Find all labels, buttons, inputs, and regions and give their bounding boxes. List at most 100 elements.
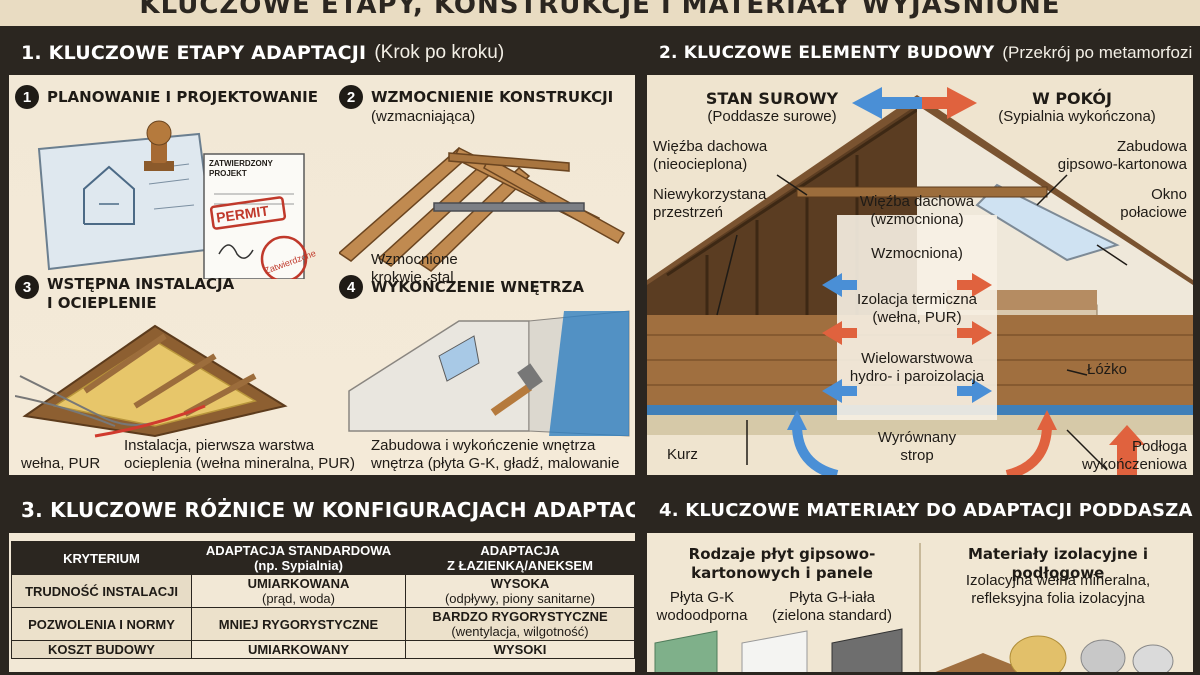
planning-illustration [37, 120, 308, 279]
blueprint-icon [37, 132, 216, 271]
cell-detail: (wentylacja, wilgotność) [451, 624, 589, 639]
step-3-title-2: I OCIEPLENIE [47, 294, 157, 312]
step-3-caption-2: ocieplenia (wełna mineralna, PUR) [124, 455, 355, 472]
board-2-label-2: (zielona standard) [771, 607, 893, 624]
insulation-desc-1: Izolacyjna wełna mineralna, [965, 572, 1151, 589]
construction-header: 2. KLUCZOWE ELEMENTY BUDOWY (Przekrój po… [647, 31, 1193, 75]
step-3-title-1: WSTĘPNA INSTALACJA [47, 275, 235, 293]
drywall-label-2: gipsowo-kartonowa [1057, 156, 1187, 173]
stages-panel: 1. KLUCZOWE ETAPY ADAPTACJI (Krok po kro… [6, 28, 638, 478]
header-criterion: KRYTERIUM [11, 541, 192, 575]
paint-brush-icon [490, 363, 543, 416]
room-subtitle: (Sypialnia wykończona) [998, 108, 1156, 125]
attic-cross-section [647, 87, 1193, 475]
step-2-number: 2 [339, 85, 363, 109]
unused-space-label-1: Niewykorzystana [653, 186, 767, 203]
white-board [741, 630, 808, 672]
row-criterion: POZWOLENIA I NORMY [11, 607, 192, 641]
row-criterion: TRUDNOŚĆ INSTALACJI [11, 574, 192, 608]
approval-seal-icon [260, 235, 308, 279]
board-2-label-1: Płyta G-ł-iała [789, 589, 875, 606]
transformation-arrow [852, 87, 977, 119]
green-board [654, 630, 718, 672]
raw-state-subtitle: (Poddasze surowe) [707, 108, 837, 125]
step-4-title: WYKOŃCZENIE WNĘTRZA [371, 278, 585, 296]
differences-panel: 3. KLUCZOWE RÓŻNICE W KONFIGURACJACH ADA… [6, 484, 638, 675]
table-row: KOSZT BUDOWY UMIARKOWANY WYSOKI [11, 640, 635, 659]
table-header-row: KRYTERIUM ADAPTACJA STANDARDOWA (np. Syp… [11, 541, 635, 575]
boards-illustration [654, 628, 903, 672]
cell-value: MNIEJ RYGORYSTYCZNE [218, 616, 379, 632]
row-standard: MNIEJ RYGORYSTYCZNE [191, 607, 406, 641]
board-1-label-2: wodoodporna [656, 607, 748, 624]
step-4-number: 4 [339, 275, 363, 299]
skylight-label-1: Okno [1151, 186, 1187, 203]
permit-stamp-icon [209, 196, 287, 230]
skylight-window [975, 183, 1120, 262]
row-bathroom: WYSOKI [405, 640, 635, 659]
construction-subtitle: (Przekrój po metamorfozie) [1002, 43, 1193, 62]
floor-label-2: wykończeniowa [1081, 456, 1187, 473]
grey-board [831, 628, 903, 672]
cell-value: UMIARKOWANY [247, 642, 350, 657]
thermal-insulation-label-2: (wełna, PUR) [872, 309, 962, 326]
cell-detail: (odpływy, piony sanitarne) [444, 591, 596, 606]
cell-value: BARDZO RYGORYSTYCZNE [432, 609, 608, 624]
step-2-subtitle: (wzmacniająca) [371, 108, 476, 125]
row-bathroom: WYSOKA(odpływy, piony sanitarne) [405, 574, 635, 608]
rafters-raw-label-1: Więźba dachowa [653, 138, 768, 155]
skylight-label-2: połaciowe [1120, 204, 1187, 221]
rafters-raw-label-2: (nieocieplona) [653, 156, 748, 173]
step-4-caption-1: Zabudowa i wykończenie wnętrza [371, 437, 596, 454]
insulation-desc-2: refleksyjna folia izolacyjna [971, 590, 1145, 607]
materials-title: 4. KLUCZOWE MATERIAŁY DO ADAPTACJI PODDA… [659, 499, 1193, 521]
stages-header: 1. KLUCZOWE ETAPY ADAPTACJI (Krok po kro… [9, 31, 635, 75]
step-4-caption-2: wnętrza (płyta G-K, gładź, malowanie [371, 455, 620, 472]
strop-arrow-left [792, 424, 839, 475]
top-banner: KLUCZOWE ETAPY, KONSTRUKCJE I MATERIAŁY … [0, 0, 1200, 26]
stages-subtitle: (Krok po kroku) [374, 42, 505, 63]
banner-title: KLUCZOWE ETAPY, KONSTRUKCJE I MATERIAŁY … [139, 0, 1061, 20]
vapor-barrier-label-1: Wielowarstwowa [861, 350, 973, 367]
boards-title-1: Rodzaje płyt gipsowo- [688, 545, 876, 563]
boards-title-2: kartonowych i panele [691, 564, 873, 582]
strop-arrow-right [1005, 424, 1052, 475]
foil-roll [1080, 639, 1126, 672]
floor-arrow [1109, 425, 1145, 475]
differences-title: 3. KLUCZOWE RÓŻNICE W KONFIGURACJACH ADA… [21, 498, 635, 522]
differences-header: 3. KLUCZOWE RÓŻNICE W KONFIGURACJACH ADA… [9, 487, 635, 533]
vapor-barrier-label-2: hydro- i paroizolacja [849, 368, 985, 385]
raw-state-title: STAN SUROWY [705, 89, 839, 108]
cell-value: WYSOKI [493, 642, 547, 657]
row-standard: UMIARKOWANA(prąd, woda) [191, 574, 406, 608]
insulation-illustration [15, 324, 288, 438]
materials-header: 4. KLUCZOWE MATERIAŁY DO ADAPTACJI PODDA… [647, 487, 1193, 533]
ceiling-label-2: strop [900, 447, 934, 464]
step-3-caption-1: Instalacja, pierwsza warstwa [124, 437, 315, 454]
step-3-number: 3 [15, 275, 39, 299]
step-2-caption-1: Wzmocnione [371, 251, 458, 268]
materials-divider [919, 543, 921, 672]
step-2-title: WZMOCNIENIE KONSTRUKCJI [371, 88, 614, 106]
dust-label: Kurz [667, 446, 698, 463]
step-3-caption-left: wełna, PUR [21, 455, 101, 472]
thermal-insulation-label-1: Izolacja termiczna [856, 291, 978, 308]
insulation-rolls-illustration [935, 635, 1174, 672]
drywall-label-1: Zabudowa [1116, 138, 1187, 155]
step-2-caption-2: krokwie, stal [371, 269, 454, 286]
cell-detail: (prąd, woda) [262, 591, 335, 606]
document-icon [203, 153, 305, 279]
board-1-label-1: Płyta G-K [669, 589, 735, 606]
interior-finish-illustration [348, 310, 630, 437]
row-standard: UMIARKOWANY [191, 640, 406, 659]
floor-panel [935, 653, 1031, 672]
header-standard: ADAPTACJA STANDARDOWA (np. Sypialnia) [191, 541, 406, 575]
ceiling-label-1: Wyrównany [877, 429, 957, 446]
stamp-icon [144, 120, 174, 171]
unused-space-label-2: przestrzeń [653, 204, 724, 221]
cell-value: UMIARKOWANA [247, 576, 350, 591]
approved-project-label: ZATWIERDZONY PROJEKT [209, 159, 273, 178]
step-1-number: 1 [15, 85, 39, 109]
floor-label-1: Podłoga [1131, 438, 1187, 455]
table-row: TRUDNOŚĆ INSTALACJI UMIARKOWANA(prąd, wo… [11, 574, 635, 608]
